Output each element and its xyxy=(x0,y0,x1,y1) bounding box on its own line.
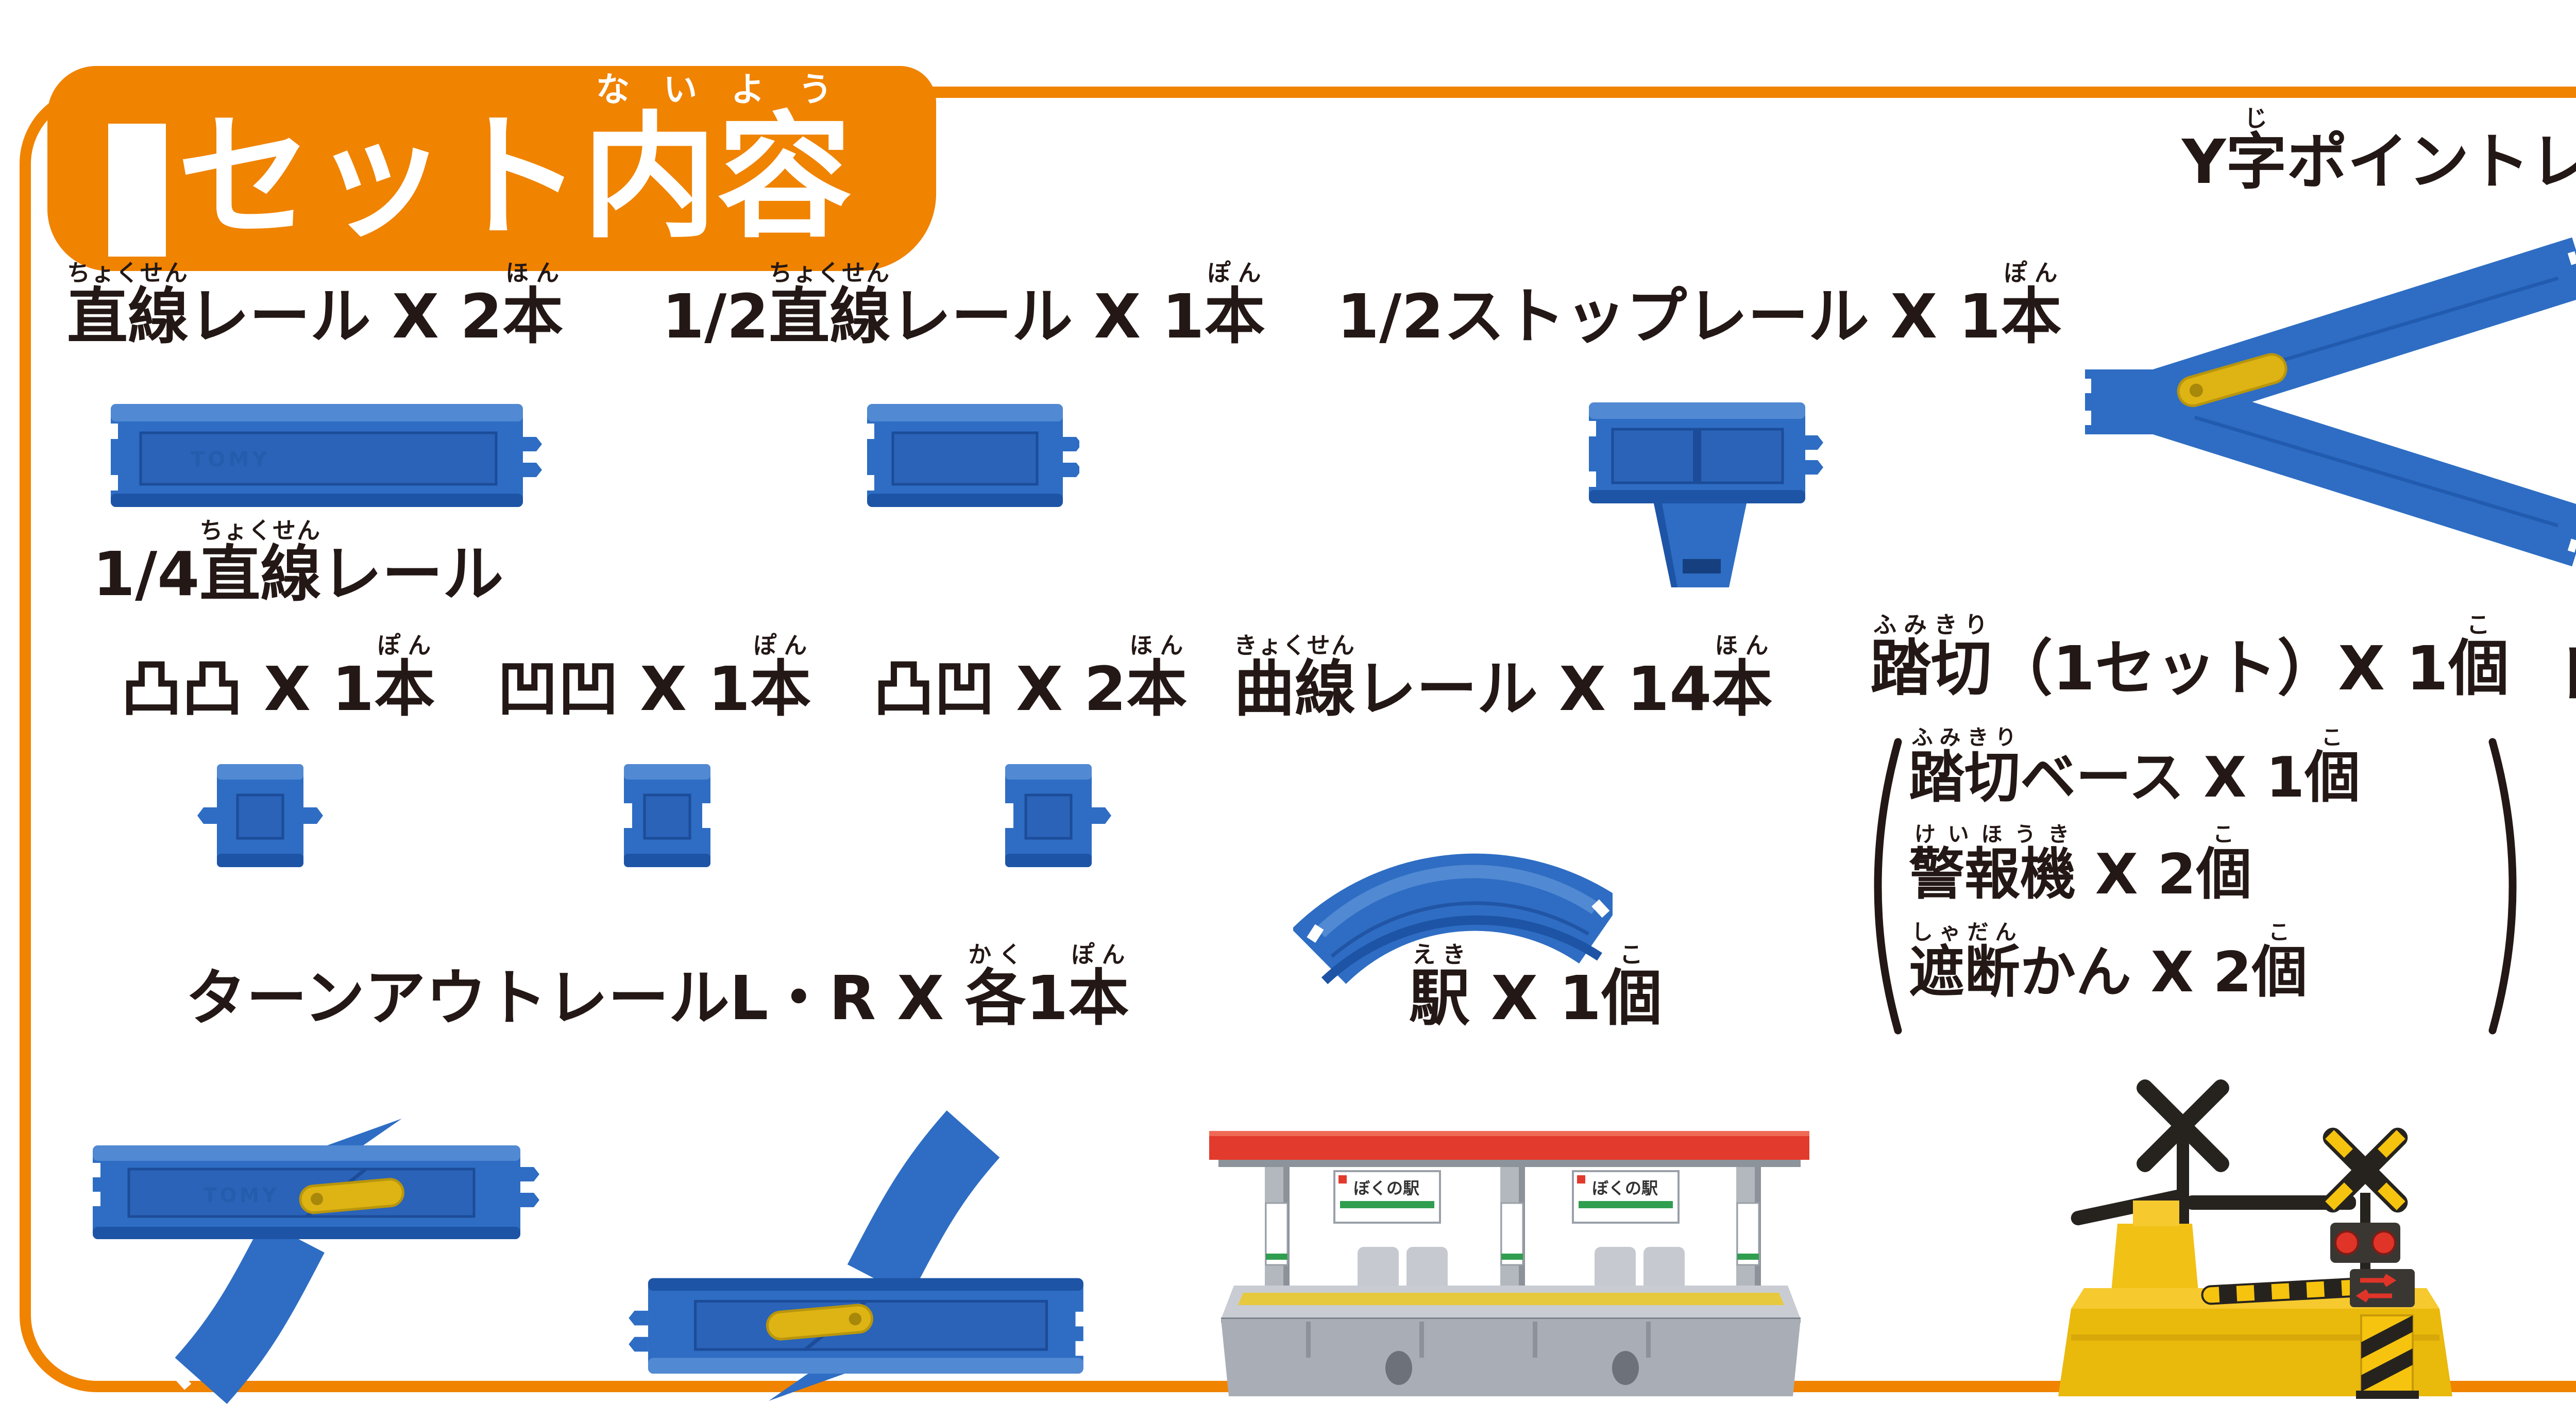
quarter-rail-pp-image xyxy=(183,755,337,876)
stop-rail-image xyxy=(1577,394,1824,600)
station-sign-board: ぼくの駅 xyxy=(1333,1170,1441,1224)
tactile-strip xyxy=(1238,1293,1784,1305)
striped-crossbuck-icon xyxy=(2323,1127,2408,1213)
signal-lights xyxy=(2330,1223,2400,1263)
turnout-rail-r xyxy=(629,1110,1087,1401)
turnout-rail-r-image xyxy=(611,1110,1100,1404)
turnout-rail-l-image: TOMY xyxy=(85,1115,549,1404)
label-quarter-straight-rail: 1/4直線ちょくせんレール xyxy=(93,517,504,610)
label-half-stop-rail: 1/2ストップレール X 1本ぽん xyxy=(1337,259,2062,352)
station-roof xyxy=(1209,1131,1809,1137)
straight-rail-image: TOMY xyxy=(95,397,544,518)
platform-front xyxy=(1221,1319,1801,1396)
switch-lever xyxy=(299,1178,405,1214)
railroad-crossing xyxy=(2058,1079,2452,1399)
page-title: セット内ない容よう xyxy=(177,70,852,256)
y-point-rail-a-image xyxy=(2079,234,2576,569)
station-sign-text: ぼくの駅 xyxy=(1353,1178,1419,1198)
crossbuck-icon xyxy=(2137,1079,2229,1172)
label-tunnel: トンネル（1セット）X 1個こ xyxy=(2550,618,2576,719)
y-point-rail-a xyxy=(2080,237,2576,567)
label-quarter-pc: 凸凹 X 2本ほん xyxy=(873,632,1188,724)
label-half-straight-rail: 1/2直線ちょくせんレール X 1本ぽん xyxy=(662,259,1265,352)
label-barrier: 遮断しゃだんかん X 2個こ xyxy=(1909,920,2308,1005)
switch-lever xyxy=(766,1304,873,1341)
label-curved-rail: 曲線きょくせんレール X 14本ほん xyxy=(1234,632,1773,724)
station: ぼくの駅 ぼくの駅 xyxy=(1209,1131,1809,1396)
station-sign-text: ぼくの駅 xyxy=(1592,1178,1658,1198)
half-straight-rail-image xyxy=(853,397,1079,518)
crossing-image xyxy=(2022,1074,2486,1404)
label-station: 駅えき X 1個こ xyxy=(1409,941,1663,1034)
turnout-rail-l: TOMY xyxy=(89,1119,539,1404)
quarter-rail-cc-image xyxy=(590,755,744,876)
quarter-rail-pc-image xyxy=(971,755,1126,876)
brand-embossing: TOMY xyxy=(204,1184,280,1207)
control-box xyxy=(2350,1269,2415,1307)
label-crossing-base: 踏切ふみきりベース X 1個こ xyxy=(1909,725,2361,810)
brand-embossing: TOMY xyxy=(191,448,270,471)
crossing-sub-parentheses xyxy=(1853,736,2538,1037)
striped-post xyxy=(2356,1314,2419,1399)
station-bench xyxy=(1358,1247,1685,1296)
station-image: ぼくの駅 ぼくの駅 xyxy=(1203,1115,1819,1396)
switch-lever xyxy=(2177,353,2287,408)
label-y-point-rail: Y字じポイントレールA・B X 各かく1本ぽん xyxy=(2182,105,2576,197)
tunnel-image-1 xyxy=(2573,791,2576,1028)
header-tab: セット内ない容よう xyxy=(47,66,936,271)
label-straight-rail: 直線ちょくせんレール X 2本ほん xyxy=(67,259,564,352)
header-bullet-square xyxy=(108,124,166,257)
label-quarter-cc: 凹凹 X 1本ぽん xyxy=(497,632,811,724)
station-sign-board: ぼくの駅 xyxy=(1572,1170,1680,1224)
barrier-arm xyxy=(2201,1277,2366,1305)
label-crossing: 踏切ふみきり（1セット）X 1個こ xyxy=(1870,611,2510,704)
label-turnout-rail: ターンアウトレールL・R X 各かく1本ぽん xyxy=(185,941,1129,1034)
label-alarm: 警報機けいほうき X 2個こ xyxy=(1909,822,2252,907)
label-quarter-pp: 凸凸 X 1本ぽん xyxy=(121,632,435,724)
curved-rail-image xyxy=(1293,739,1613,987)
